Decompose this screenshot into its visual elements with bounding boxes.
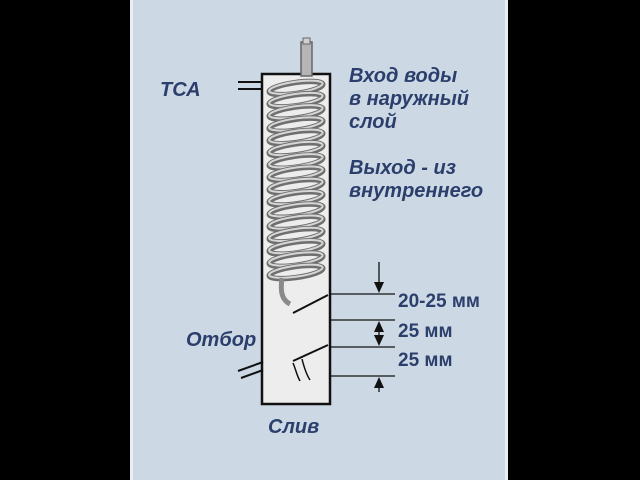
- dimension-lines: [330, 262, 395, 392]
- dim-label-20-25: 20-25 мм: [398, 291, 480, 312]
- upper-shelf: [292, 294, 329, 314]
- water-line-1: Вход воды: [349, 65, 458, 87]
- tca-label: ТСА: [160, 79, 201, 101]
- sliv-label: Слив: [268, 416, 320, 438]
- coil: [266, 78, 326, 282]
- lower-shelf: [292, 344, 329, 362]
- dim-label-25-lower: 25 мм: [398, 350, 453, 371]
- water-line-4: Выход - из: [349, 157, 456, 179]
- water-line-2: в наружный: [349, 88, 470, 110]
- coil-outlet-tube: [278, 277, 292, 307]
- otbor-pipe: [237, 358, 311, 382]
- dim-label-25-upper: 25 мм: [398, 321, 453, 342]
- dimension-arrows: [374, 282, 384, 388]
- tca-pipe: [238, 81, 263, 90]
- otbor-label: Отбор: [186, 329, 257, 351]
- water-line-5: внутреннего: [349, 180, 484, 202]
- coil-inlet-tube: [300, 37, 313, 77]
- water-line-3: слой: [349, 111, 397, 133]
- coil-turn-highlight: [268, 263, 324, 279]
